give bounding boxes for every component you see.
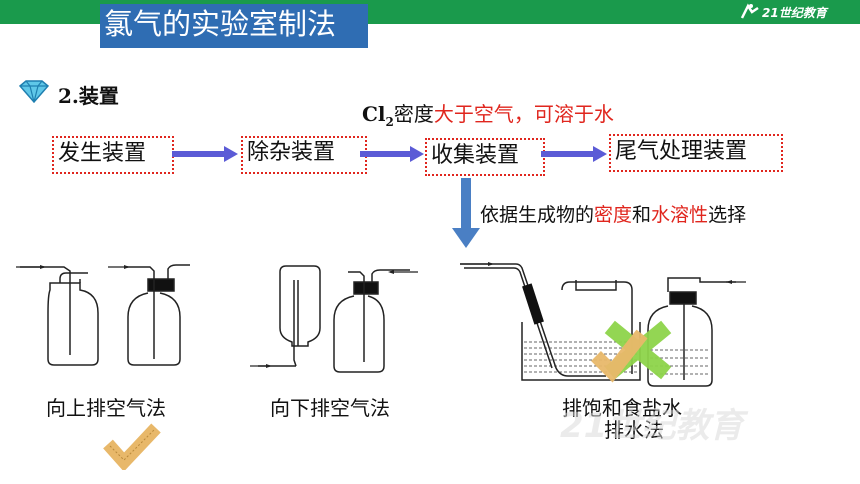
- downward-air-apparatus: [250, 265, 418, 373]
- basis-and: 和: [632, 204, 652, 226]
- diamond-icon: [18, 80, 50, 104]
- caption-upward-air: 向上排空气法: [46, 396, 166, 420]
- basis-density: 密度: [594, 204, 633, 226]
- basis-solubility: 水溶性: [651, 204, 709, 226]
- heavier-than-air: 大于空气: [433, 102, 514, 126]
- section-heading: 2.装置: [58, 84, 119, 108]
- flow-arrow-3: [541, 146, 607, 162]
- brand-logo: 21世纪教育: [740, 3, 829, 20]
- flow-arrow-2: [360, 146, 424, 162]
- water-displacement-apparatus: [460, 262, 746, 387]
- flow-step-purification: 除杂装置: [241, 136, 367, 174]
- flow-step-generation: 发生装置: [52, 136, 174, 174]
- check-mark-icon: [591, 329, 648, 383]
- flow-arrow-1: [172, 146, 238, 162]
- caption-downward-air: 向下排空气法: [270, 396, 390, 420]
- flow-step-collection: 收集装置: [425, 138, 545, 176]
- cl-symbol: Cl: [362, 102, 386, 126]
- basis-suffix: 选择: [708, 204, 747, 226]
- density-label: 密度: [393, 102, 434, 126]
- selection-basis: 依据生成物的密度和水溶性选择: [480, 200, 746, 227]
- upward-air-apparatus: [16, 264, 190, 366]
- down-arrow: [452, 178, 480, 248]
- basis-prefix: 依据生成物的: [480, 204, 595, 226]
- property-line: Cl2密度大于空气，可溶于水: [362, 98, 614, 129]
- title-box: [100, 4, 368, 48]
- caption-water-displacement: 排水法: [604, 418, 664, 442]
- caption-saturated-brine: 排饱和食盐水: [562, 396, 682, 420]
- soluble-in-water: 可溶于水: [533, 102, 614, 126]
- cl-subscript: 2: [385, 115, 394, 129]
- logo-text: 21世纪教育: [762, 6, 829, 20]
- page-title: 氯气的实验室制法: [104, 7, 337, 41]
- check-mark-icon: [103, 423, 161, 470]
- watermark: 21世纪教育: [560, 406, 744, 446]
- separator: ，: [513, 102, 534, 126]
- flow-step-tail-gas: 尾气处理装置: [609, 134, 783, 172]
